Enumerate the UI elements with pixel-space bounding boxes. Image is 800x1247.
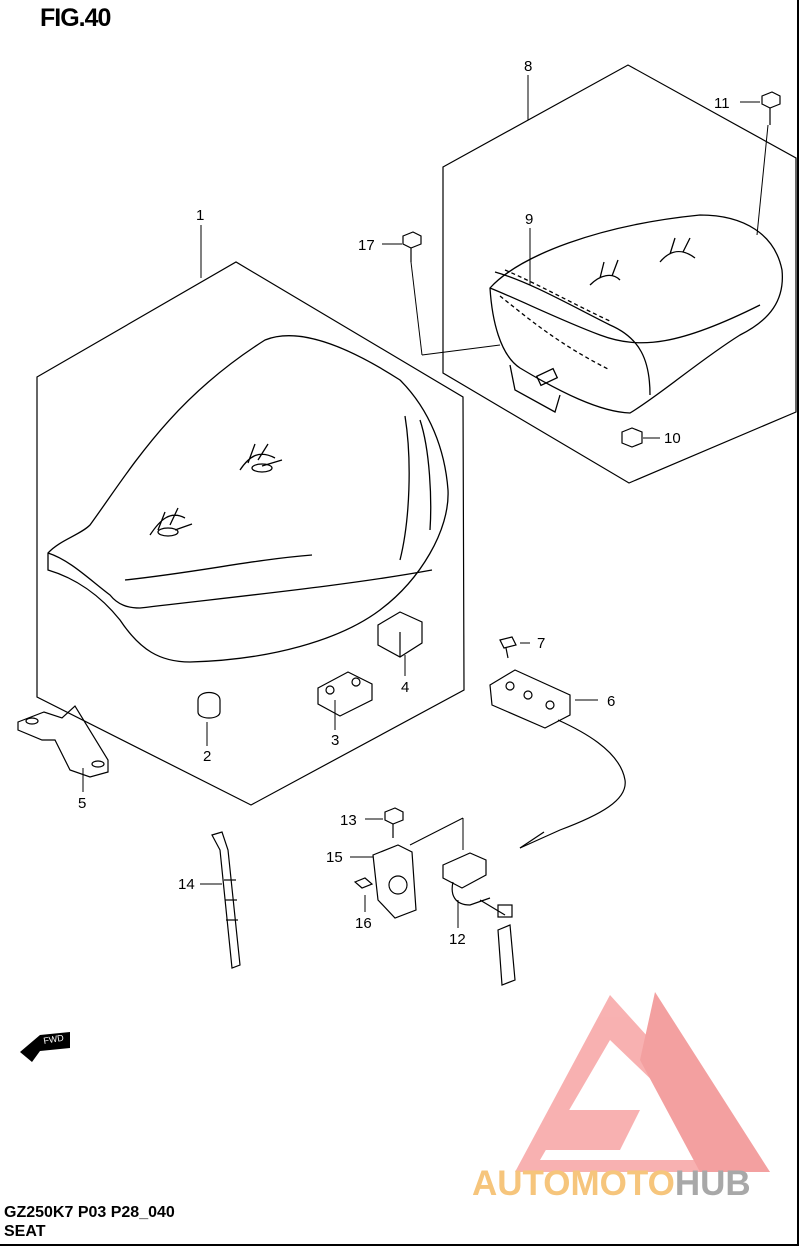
callout-5: 5	[78, 795, 86, 812]
rear-seat-frame	[442, 64, 797, 484]
callout-13: 13	[340, 812, 357, 829]
callout-16: 16	[355, 915, 372, 932]
fwd-label: FWD	[43, 1032, 65, 1045]
callout-17: 17	[358, 237, 375, 254]
watermark-text: AUTOMOTOHUB	[472, 1164, 751, 1204]
callout-15: 15	[326, 849, 343, 866]
section-title: SEAT	[4, 1223, 46, 1240]
callout-7: 7	[537, 635, 545, 652]
callout-2: 2	[203, 748, 211, 765]
callout-8: 8	[524, 58, 532, 75]
callout-12: 12	[449, 931, 466, 948]
diagram-code-block: GZ250K7 P03 P28_040 SEAT	[4, 1203, 175, 1241]
watermark-logo	[515, 992, 770, 1172]
callout-4: 4	[401, 679, 409, 696]
watermark-part-b: HUB	[674, 1164, 751, 1203]
callout-14: 14	[178, 876, 195, 893]
callout-numbers: 1 2 3 4 5 6 7 8 9 10 11 12 13 14 15 16 1…	[78, 58, 730, 948]
callout-11: 11	[714, 95, 730, 112]
rear-seat	[489, 214, 784, 414]
front-seat-frame	[36, 261, 465, 806]
watermark-part-a: AUTOMOTO	[472, 1164, 675, 1203]
fwd-arrow-icon: FWD	[20, 1032, 70, 1062]
callout-1: 1	[196, 207, 204, 224]
callout-9: 9	[525, 211, 533, 228]
figure-label: FIG.40	[40, 4, 111, 32]
front-seat	[47, 335, 449, 663]
callout-6: 6	[607, 693, 615, 710]
callout-3: 3	[331, 732, 339, 749]
model-code: GZ250K7 P03 P28_040	[4, 1204, 175, 1221]
small-parts	[17, 91, 781, 986]
callout-10: 10	[664, 430, 681, 447]
leader-lines	[82, 75, 769, 928]
